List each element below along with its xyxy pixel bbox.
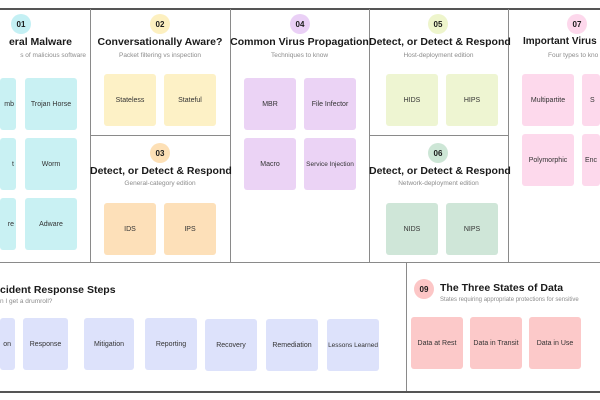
section-badge: 03 <box>150 143 170 163</box>
section-badge: 07 <box>567 14 587 34</box>
section-subtitle: Four types to kno <box>548 52 599 59</box>
card[interactable]: re <box>0 198 16 250</box>
section-badge: 01 <box>11 14 31 34</box>
divider <box>230 9 231 262</box>
section-title: cident Response Steps <box>0 284 116 296</box>
card[interactable]: Lessons Learned <box>327 319 379 371</box>
card[interactable]: Enc <box>582 134 600 186</box>
section-badge: 06 <box>428 143 448 163</box>
card[interactable]: Adware <box>25 198 77 250</box>
section-subtitle: General-category edition <box>124 180 196 187</box>
card[interactable]: Recovery <box>205 319 257 371</box>
section-badge: 09 <box>414 279 434 299</box>
divider <box>369 135 508 136</box>
section-subtitle: Host-deployment edition <box>403 52 474 59</box>
card[interactable]: File Infector <box>304 78 356 130</box>
section-subtitle: n I get a drumroll? <box>0 298 53 305</box>
card[interactable]: NIPS <box>446 203 498 255</box>
section-title: Conversationally Aware? <box>97 36 223 48</box>
section-title: Detect, or Detect & Respond <box>90 165 232 177</box>
card[interactable]: Stateful <box>164 74 216 126</box>
board-top-border <box>0 8 600 10</box>
card[interactable]: Data in Use <box>529 317 581 369</box>
card[interactable]: Remediation <box>266 319 318 371</box>
card[interactable]: Reporting <box>145 318 197 370</box>
card[interactable]: S <box>582 74 600 126</box>
card[interactable]: on <box>0 318 15 370</box>
section-title: eral Malware <box>8 36 72 48</box>
card[interactable]: Trojan Horse <box>25 78 77 130</box>
card[interactable]: Stateless <box>104 74 156 126</box>
section-subtitle: Network-deployment edition <box>398 180 479 187</box>
card[interactable]: Data at Rest <box>411 317 463 369</box>
divider <box>508 9 509 262</box>
card[interactable]: Worm <box>25 138 77 190</box>
card[interactable]: HIPS <box>446 74 498 126</box>
section-title: Important Virus <box>523 36 597 47</box>
section-subtitle: States requiring appropriate protections… <box>440 297 579 303</box>
board-bottom-border <box>0 391 600 393</box>
card[interactable]: MBR <box>244 78 296 130</box>
card[interactable]: HIDS <box>386 74 438 126</box>
card[interactable]: IDS <box>104 203 156 255</box>
card[interactable]: Multipartite <box>522 74 574 126</box>
card[interactable]: NIDS <box>386 203 438 255</box>
section-badge: 02 <box>150 14 170 34</box>
section-title: Detect, or Detect & Respond <box>369 165 511 177</box>
card[interactable]: Response <box>23 318 68 370</box>
section-badge: 04 <box>290 14 310 34</box>
section-title: The Three States of Data <box>440 282 564 294</box>
card[interactable]: Service Injection <box>304 138 356 190</box>
card[interactable]: Mitigation <box>84 318 134 370</box>
section-subtitle: Packet filtering vs inspection <box>118 52 201 59</box>
card[interactable]: Macro <box>244 138 296 190</box>
card[interactable]: mb <box>0 78 16 130</box>
section-subtitle: Techniques to know <box>270 52 329 59</box>
divider <box>90 135 230 136</box>
section-badge: 05 <box>428 14 448 34</box>
section-title: Common Virus Propagation <box>230 36 369 48</box>
section-title: Detect, or Detect & Respond <box>369 36 511 48</box>
card[interactable]: IPS <box>164 203 216 255</box>
divider <box>406 262 407 392</box>
divider <box>0 262 600 263</box>
card[interactable]: t <box>0 138 16 190</box>
card[interactable]: Data in Transit <box>470 317 522 369</box>
section-subtitle: s of malicious software <box>20 52 86 59</box>
card[interactable]: Polymorphic <box>522 134 574 186</box>
